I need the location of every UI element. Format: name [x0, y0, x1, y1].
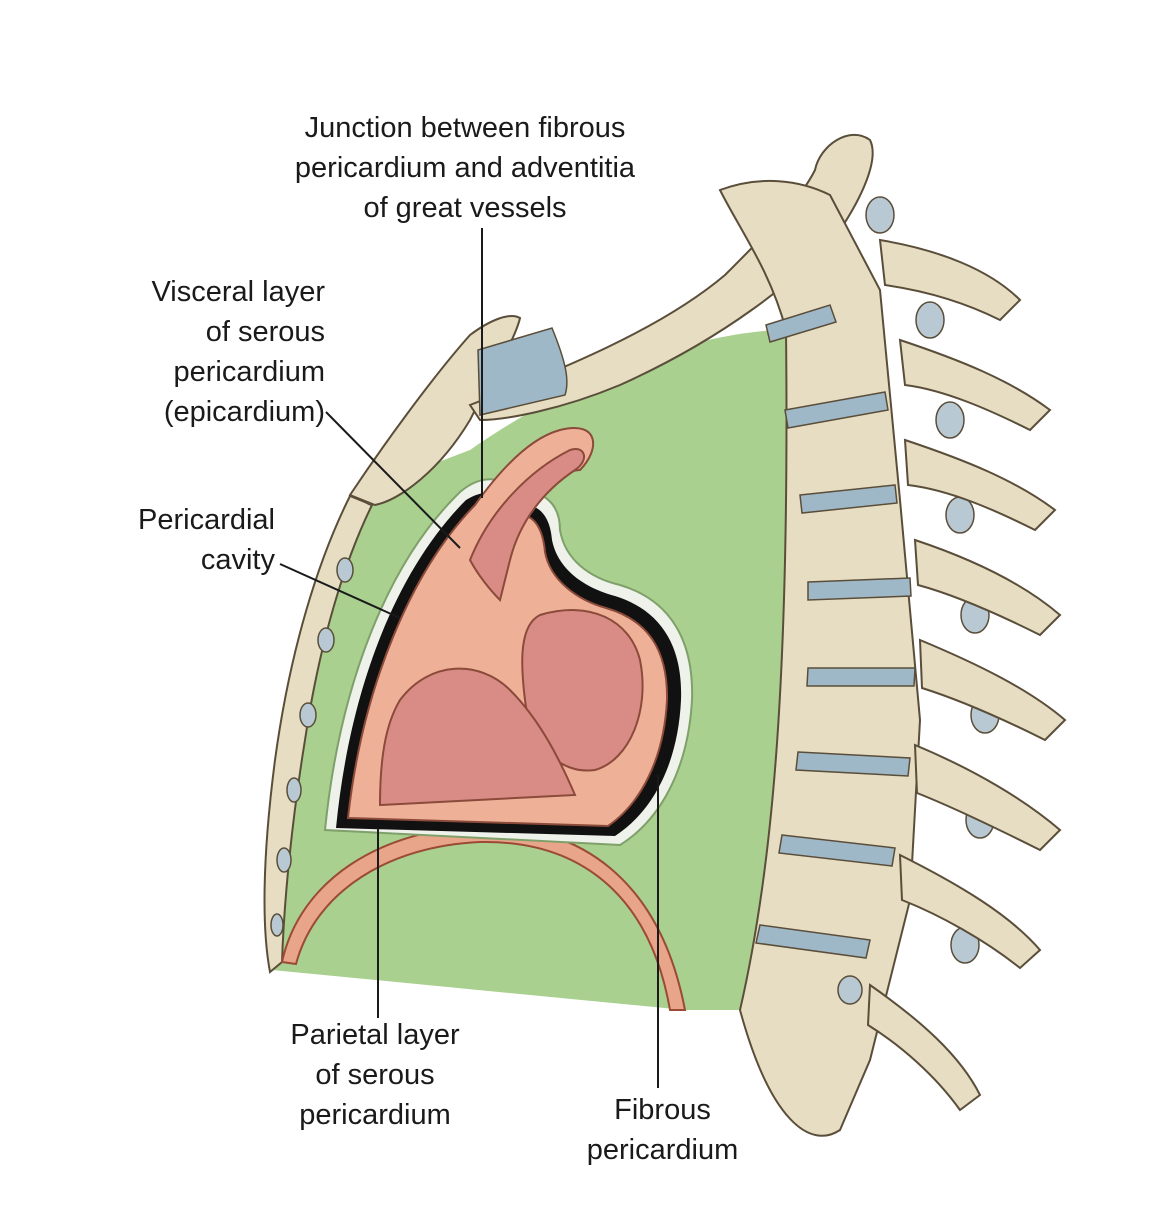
label-parietal: Parietal layer of serous pericardium: [255, 1015, 495, 1135]
label-fibrous-line2: pericardium: [586, 1134, 739, 1166]
label-visceral-line1: Visceral layer: [151, 276, 325, 308]
visceral-leader-line: [325, 411, 461, 549]
label-cavity-line1: Pericardial: [138, 504, 275, 536]
cavity-leader-line: [279, 563, 401, 619]
vertebral-column: [718, 180, 1067, 1137]
first-costal-cartilage: [477, 327, 568, 416]
heart-chamber-right: [521, 609, 644, 772]
label-junction-line2: pericardium and adventitia: [294, 152, 636, 184]
label-visceral-line4: (epicardium): [163, 396, 325, 428]
label-junction: Junction between fibrous pericardium and…: [245, 108, 685, 228]
label-visceral: Visceral layer of serous pericardium (ep…: [110, 272, 325, 432]
leader-lines: [279, 228, 659, 1088]
label-visceral-line3: pericardium: [173, 356, 326, 388]
intervertebral-discs: [755, 304, 916, 959]
label-cavity-line2: cavity: [200, 544, 275, 576]
label-junction-line1: Junction between fibrous: [304, 112, 626, 144]
label-junction-line3: of great vessels: [363, 192, 567, 224]
great-vessel: [468, 448, 585, 602]
label-parietal-line2: of serous: [315, 1059, 435, 1091]
label-cavity: Pericardial cavity: [100, 500, 275, 580]
label-fibrous-line1: Fibrous: [614, 1094, 711, 1126]
spinous-processes: [866, 238, 1067, 1112]
manubrium: [348, 315, 522, 507]
heart-chamber-left: [378, 667, 577, 807]
label-parietal-line3: pericardium: [299, 1099, 451, 1131]
diaphragm: [280, 824, 687, 1011]
label-parietal-line1: Parietal layer: [290, 1019, 460, 1051]
label-visceral-line2: of serous: [205, 316, 325, 348]
label-fibrous: Fibrous pericardium: [560, 1090, 765, 1170]
